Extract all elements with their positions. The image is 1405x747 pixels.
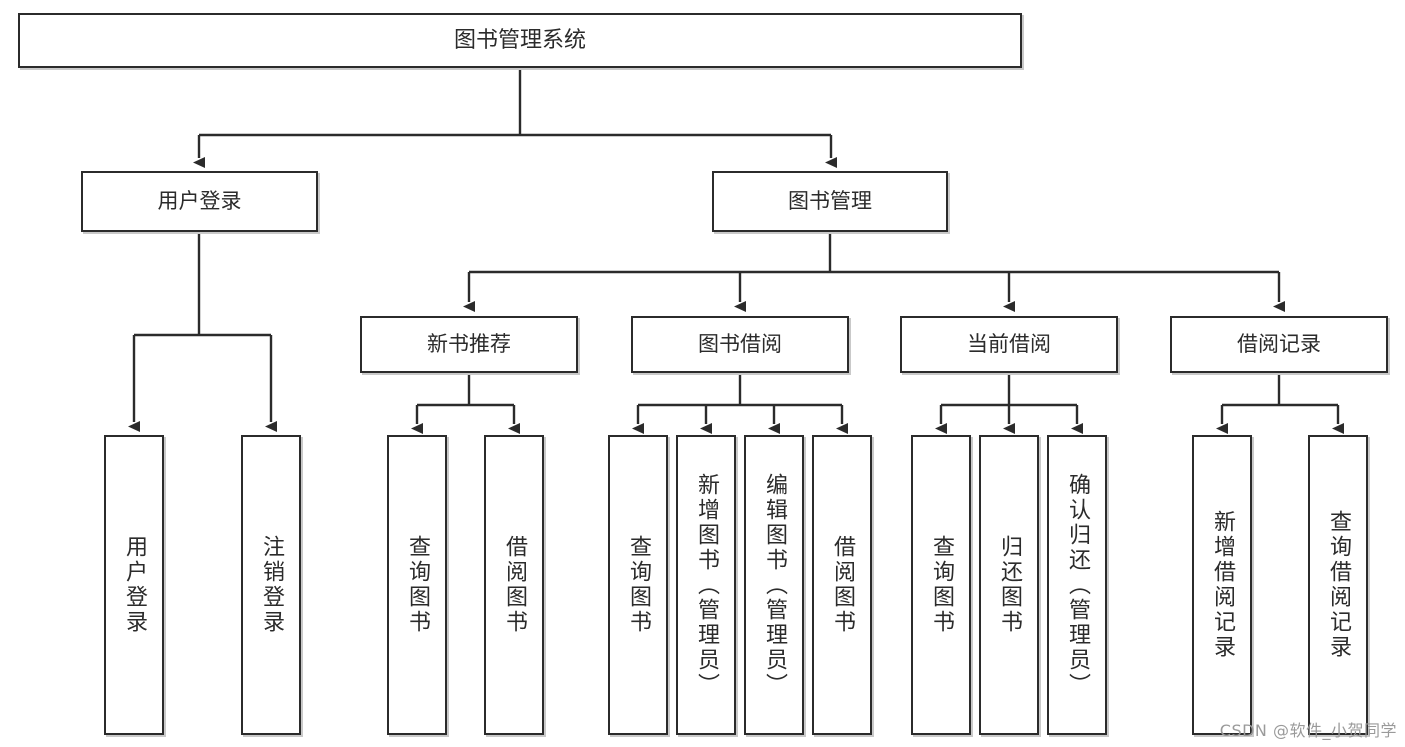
node-leaf-return-book-label: 归还图书 — [997, 535, 1022, 635]
node-leaf-query-record[interactable]: 查询借阅记录 — [1308, 435, 1368, 735]
node-leaf-query-book-3[interactable]: 查询图书 — [911, 435, 971, 735]
node-leaf-logout[interactable]: 注销登录 — [241, 435, 301, 735]
node-leaf-borrow-book-1-label: 借阅图书 — [502, 535, 527, 635]
node-leaf-logout-label: 注销登录 — [259, 535, 284, 635]
node-leaf-add-record[interactable]: 新增借阅记录 — [1192, 435, 1252, 735]
node-user-login[interactable]: 用户登录 — [81, 171, 318, 232]
node-leaf-query-book-1[interactable]: 查询图书 — [387, 435, 447, 735]
node-new-book-recommend[interactable]: 新书推荐 — [360, 316, 578, 373]
node-leaf-borrow-book-2[interactable]: 借阅图书 — [812, 435, 872, 735]
node-book-borrow-label: 图书借阅 — [698, 332, 782, 357]
node-current-borrow[interactable]: 当前借阅 — [900, 316, 1118, 373]
node-leaf-query-book-3-label: 查询图书 — [929, 535, 954, 635]
node-leaf-user-login[interactable]: 用户登录 — [104, 435, 164, 735]
node-leaf-query-book-2-label: 查询图书 — [626, 535, 651, 635]
node-leaf-confirm-return-label: 确认归还（管理员） — [1065, 472, 1090, 698]
node-leaf-query-record-label: 查询借阅记录 — [1326, 510, 1351, 660]
node-leaf-confirm-return[interactable]: 确认归还（管理员） — [1047, 435, 1107, 735]
node-borrow-record[interactable]: 借阅记录 — [1170, 316, 1388, 373]
node-leaf-add-book-label: 新增图书（管理员） — [694, 472, 719, 698]
node-leaf-borrow-book-2-label: 借阅图书 — [830, 535, 855, 635]
node-new-book-recommend-label: 新书推荐 — [427, 332, 511, 357]
node-root-system-label: 图书管理系统 — [453, 27, 586, 53]
node-book-borrow[interactable]: 图书借阅 — [631, 316, 849, 373]
node-leaf-add-book[interactable]: 新增图书（管理员） — [676, 435, 736, 735]
csdn-watermark: CSDN @软件_小贺同学 — [1219, 721, 1397, 740]
node-root-system[interactable]: 图书管理系统 — [18, 13, 1022, 68]
node-borrow-record-label: 借阅记录 — [1237, 332, 1321, 357]
node-book-management[interactable]: 图书管理 — [712, 171, 948, 232]
node-leaf-user-login-label: 用户登录 — [122, 535, 147, 635]
node-leaf-borrow-book-1[interactable]: 借阅图书 — [484, 435, 544, 735]
node-leaf-query-book-1-label: 查询图书 — [405, 535, 430, 635]
node-book-management-label: 图书管理 — [788, 189, 872, 214]
node-leaf-query-book-2[interactable]: 查询图书 — [608, 435, 668, 735]
node-user-login-label: 用户登录 — [157, 189, 242, 214]
node-leaf-return-book[interactable]: 归还图书 — [979, 435, 1039, 735]
node-leaf-edit-book-label: 编辑图书（管理员） — [762, 472, 787, 698]
node-leaf-add-record-label: 新增借阅记录 — [1210, 510, 1235, 660]
node-leaf-edit-book[interactable]: 编辑图书（管理员） — [744, 435, 804, 735]
node-current-borrow-label: 当前借阅 — [967, 332, 1051, 357]
